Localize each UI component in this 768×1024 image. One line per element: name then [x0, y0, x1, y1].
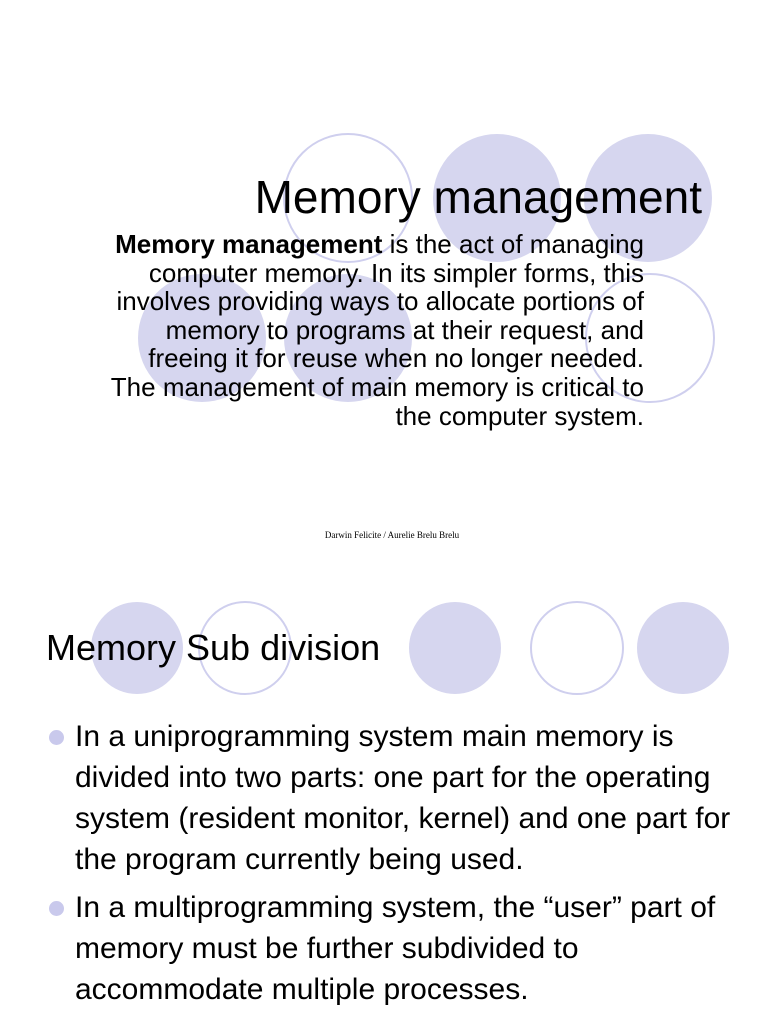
slide-memory-management: Memory management Memory management is t… — [104, 133, 715, 540]
body-description: is the act of managing computer memory. … — [110, 229, 644, 431]
bullet-dot-icon — [49, 901, 64, 916]
outline-circle — [585, 273, 715, 403]
filled-circle — [584, 134, 712, 262]
bullet-text: In a multiprogramming system, the “user”… — [75, 891, 716, 1006]
filled-circle — [433, 134, 561, 262]
outline-circle — [198, 601, 292, 695]
filled-circle — [91, 602, 183, 694]
filled-circle — [409, 602, 501, 694]
body-bold-term: Memory management — [115, 229, 383, 259]
outline-circle — [283, 133, 413, 263]
bullet-item: In a multiprogramming system, the “user”… — [46, 887, 736, 1010]
slide-title: Memory management — [254, 171, 702, 223]
slide-title: Memory Sub division — [46, 627, 381, 668]
filled-circle — [284, 274, 412, 402]
decorative-circles — [138, 133, 715, 403]
decorative-circles — [91, 601, 729, 695]
bullet-list: In a uniprogramming system main memory i… — [46, 716, 736, 1017]
filled-circle — [637, 602, 729, 694]
bullet-text: In a uniprogramming system main memory i… — [75, 720, 731, 876]
bullet-dot-icon — [49, 730, 64, 745]
slide-footer-author: Darwin Felicite / Aurelie Brelu Brelu — [324, 530, 460, 540]
slide-body-text: Memory management is the act of managing… — [104, 230, 644, 430]
outline-circle — [530, 601, 624, 695]
slide-memory-sub-division: Memory Sub division In a uniprogramming … — [0, 568, 768, 1024]
bullet-item: In a uniprogramming system main memory i… — [46, 716, 736, 880]
filled-circle — [138, 274, 266, 402]
